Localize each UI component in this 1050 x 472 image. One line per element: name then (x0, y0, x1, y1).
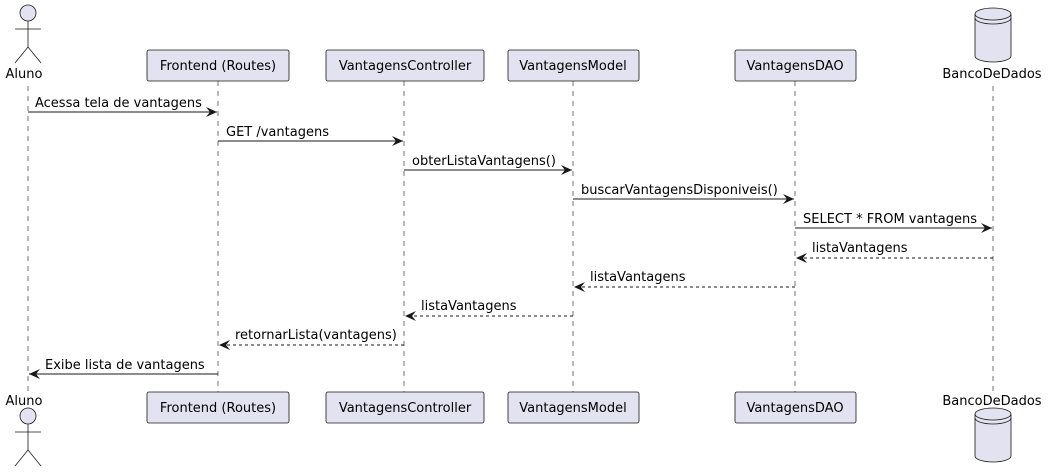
participant-label: VantagensDAO (746, 59, 843, 74)
database-bottom: BancoDeDados (942, 394, 1042, 463)
lifelines (27, 81, 994, 392)
participant-model-top: VantagensModel (507, 49, 640, 82)
participant-label: Frontend (Routes) (160, 401, 276, 416)
message-label: Acessa tela de vantagens (35, 96, 202, 111)
message-label: listaVantagens (590, 270, 686, 285)
message: listaVantagens (405, 299, 573, 321)
message: Acessa tela de vantagens (28, 96, 217, 117)
message: GET /vantagens (218, 125, 403, 146)
participant-label: VantagensModel (519, 59, 626, 74)
participant-label: VantagensModel (519, 401, 626, 416)
message-label: listaVantagens (812, 241, 908, 256)
actor-icon (14, 4, 42, 64)
participants-top: Aluno Frontend (Routes) VantagensControl… (6, 4, 1042, 82)
participant-frontend-bottom: Frontend (Routes) (146, 391, 290, 424)
message: obterListaVantagens() (404, 154, 572, 175)
actor-icon (14, 407, 42, 467)
participant-label: BancoDeDados (942, 394, 1041, 409)
participant-label: VantagensController (339, 59, 472, 74)
message: Exibe lista de vantagens (29, 358, 218, 379)
message-label: obterListaVantagens() (412, 154, 556, 169)
database-top: BancoDeDados (942, 7, 1042, 82)
message: listaVantagens (796, 241, 993, 263)
message-label: Exibe lista de vantagens (45, 358, 205, 373)
participant-label: BancoDeDados (942, 67, 1041, 82)
participants-bottom: Aluno Frontend (Routes) VantagensControl… (6, 391, 1042, 467)
message-label: SELECT * FROM vantagens (803, 212, 977, 227)
message-label: retornarLista(vantagens) (235, 328, 397, 343)
message-label: listaVantagens (421, 299, 517, 314)
participant-label: Aluno (6, 394, 43, 409)
participant-frontend-top: Frontend (Routes) (146, 49, 290, 82)
participant-dao-top: VantagensDAO (734, 49, 857, 82)
actor-aluno-bottom: Aluno (6, 394, 43, 467)
message: retornarLista(vantagens) (219, 328, 404, 350)
participant-model-bottom: VantagensModel (507, 391, 640, 424)
message: buscarVantagensDisponiveis() (573, 183, 794, 204)
message: listaVantagens (574, 270, 795, 292)
participant-label: VantagensDAO (746, 401, 843, 416)
participant-label: VantagensController (339, 401, 472, 416)
database-icon (974, 7, 1012, 63)
messages: Acessa tela de vantagens GET /vantagens … (28, 96, 993, 379)
participant-controller-bottom: VantagensController (325, 391, 485, 424)
participant-dao-bottom: VantagensDAO (734, 391, 857, 424)
actor-aluno-top: Aluno (6, 4, 43, 82)
participant-controller-top: VantagensController (325, 49, 485, 82)
message-label: buscarVantagensDisponiveis() (581, 183, 778, 198)
message: SELECT * FROM vantagens (795, 212, 992, 233)
message-label: GET /vantagens (226, 125, 329, 140)
participant-label: Aluno (6, 67, 43, 82)
participant-label: Frontend (Routes) (160, 59, 276, 74)
database-icon (974, 407, 1012, 463)
